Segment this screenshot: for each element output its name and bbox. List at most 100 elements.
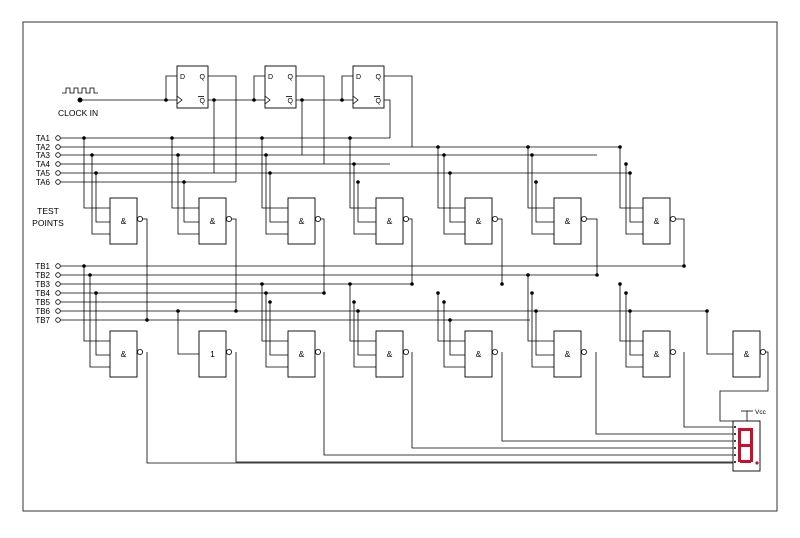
tb-pin-1 [55, 263, 61, 269]
tb-pin-7 [55, 317, 61, 323]
junction-dot [352, 162, 356, 166]
junction-dot [94, 291, 98, 295]
top-gate-2-input-3 [177, 155, 199, 235]
tb-pin-5 [55, 299, 61, 305]
top-and-gate-2-inverter-bubble [225, 215, 232, 222]
bottom-gate-8-symbol: & [744, 349, 750, 359]
ff2-feedback [253, 75, 265, 100]
display-input-2 [595, 352, 733, 435]
bottom-gate-8-input [706, 311, 733, 355]
tb-pin-label-7: TB7 [35, 316, 50, 325]
junction-dot [145, 318, 149, 322]
ff-d-label-2: D [268, 74, 273, 81]
ta-pin-5 [55, 170, 61, 176]
bottom-gate-6 [553, 330, 582, 378]
display-segment-4 [738, 428, 741, 446]
display-pin-5 [734, 454, 736, 456]
clock-waveform-icon [62, 87, 98, 94]
bottom-gate-3-inverter-bubble [314, 348, 321, 355]
junction-dot [534, 180, 538, 184]
junction-dot [436, 291, 440, 295]
tb-pin-label-3: TB3 [35, 280, 50, 289]
top-gate-6-input-1 [527, 147, 554, 209]
ta-pin-label-3: TA3 [36, 151, 51, 160]
bottom-gate-5-inverter-bubble [491, 348, 498, 355]
bottom-gate-7-inverter-bubble [670, 348, 677, 355]
ta-pin-label-1: TA1 [36, 134, 51, 143]
bottom-gate-2-input [177, 311, 199, 355]
bottom-gate-6-input-3 [531, 293, 554, 368]
top-gate-7-input-1 [619, 147, 643, 209]
tb-pin-label-4: TB4 [35, 289, 50, 298]
top-and-gate-6 [553, 197, 582, 245]
ff1-feedback [165, 75, 177, 100]
junction-dot [682, 264, 686, 268]
bottom-gate-6-input-1 [527, 275, 554, 342]
ff2-q-out [296, 75, 325, 164]
bottom-gate-7-input-1 [619, 284, 643, 342]
bottom-gate-3-input-2 [269, 302, 288, 356]
tb-pin-2 [55, 272, 61, 278]
tb-pin-3 [55, 281, 61, 287]
d-flipflop-2 [264, 65, 297, 109]
display-input-6 [235, 352, 733, 463]
clock-input-terminal [77, 97, 83, 103]
top-and-gate-3 [287, 197, 316, 245]
top-gate-4-input-3 [353, 164, 376, 235]
top-gate-1-input-2 [95, 173, 110, 223]
top-gate-1-output [143, 218, 148, 320]
top-gate-5-output [498, 218, 503, 284]
bottom-gate-5-input-1 [437, 293, 465, 342]
ff3-feedback [341, 75, 353, 100]
junction-dot [448, 171, 452, 175]
display-pin-2 [734, 433, 736, 435]
display-pin-3 [734, 440, 736, 442]
ff-d-label-1: D [180, 74, 185, 81]
top-gate-6-output [587, 218, 598, 275]
top-gate-5-input-3 [443, 155, 465, 235]
junction-dot [252, 98, 256, 102]
bottom-gate-7-input-2 [629, 311, 643, 356]
ff-q-label-3: Q [376, 74, 382, 81]
bottom-gate-5-symbol: & [476, 349, 482, 359]
junction-dot [410, 282, 414, 286]
display-input-8 [719, 351, 769, 422]
top-and-gate-3-symbol: & [299, 216, 305, 226]
ta-pin-4 [55, 161, 61, 167]
ta-pin-3 [55, 152, 61, 158]
display-decimal-point [755, 461, 759, 465]
junction-dot [94, 171, 98, 175]
d-flipflop-1 [176, 65, 209, 109]
display-input-1 [683, 352, 733, 428]
top-and-gate-1-symbol: & [121, 216, 127, 226]
top-gate-6-input-3 [531, 155, 554, 235]
top-and-gate-4 [375, 197, 404, 245]
bottom-gate-1-symbol: & [121, 349, 127, 359]
junction-dot [170, 136, 174, 140]
ta-pin-label-2: TA2 [36, 143, 51, 152]
bottom-gate-1-input-2 [95, 293, 110, 356]
frame-border [22, 21, 778, 512]
top-and-gate-1-inverter-bubble [136, 215, 143, 222]
bottom-gate-6-symbol: & [565, 349, 571, 359]
tb-pin-label-2: TB2 [35, 271, 50, 280]
top-and-gate-4-symbol: & [387, 216, 393, 226]
test-points-label-2: POINTS [32, 218, 64, 228]
junction-dot [82, 264, 86, 268]
clock-in-label: CLOCK IN [58, 108, 98, 118]
junction-dot [705, 309, 709, 313]
bottom-gate-8 [732, 330, 761, 378]
junction-dot [264, 153, 268, 157]
junction-dot [356, 180, 360, 184]
bottom-gate-1 [109, 330, 138, 378]
display-segment-5 [750, 428, 753, 446]
tb-pin-4 [55, 290, 61, 296]
display-input-4 [411, 352, 733, 449]
ff3-q-out [384, 75, 413, 147]
bottom-gate-4-symbol: & [387, 349, 393, 359]
junction-dot [88, 273, 92, 277]
bottom-gate-5 [464, 330, 493, 378]
junction-dot [530, 153, 534, 157]
display-input-3 [501, 352, 733, 442]
top-and-gate-2 [198, 197, 227, 245]
